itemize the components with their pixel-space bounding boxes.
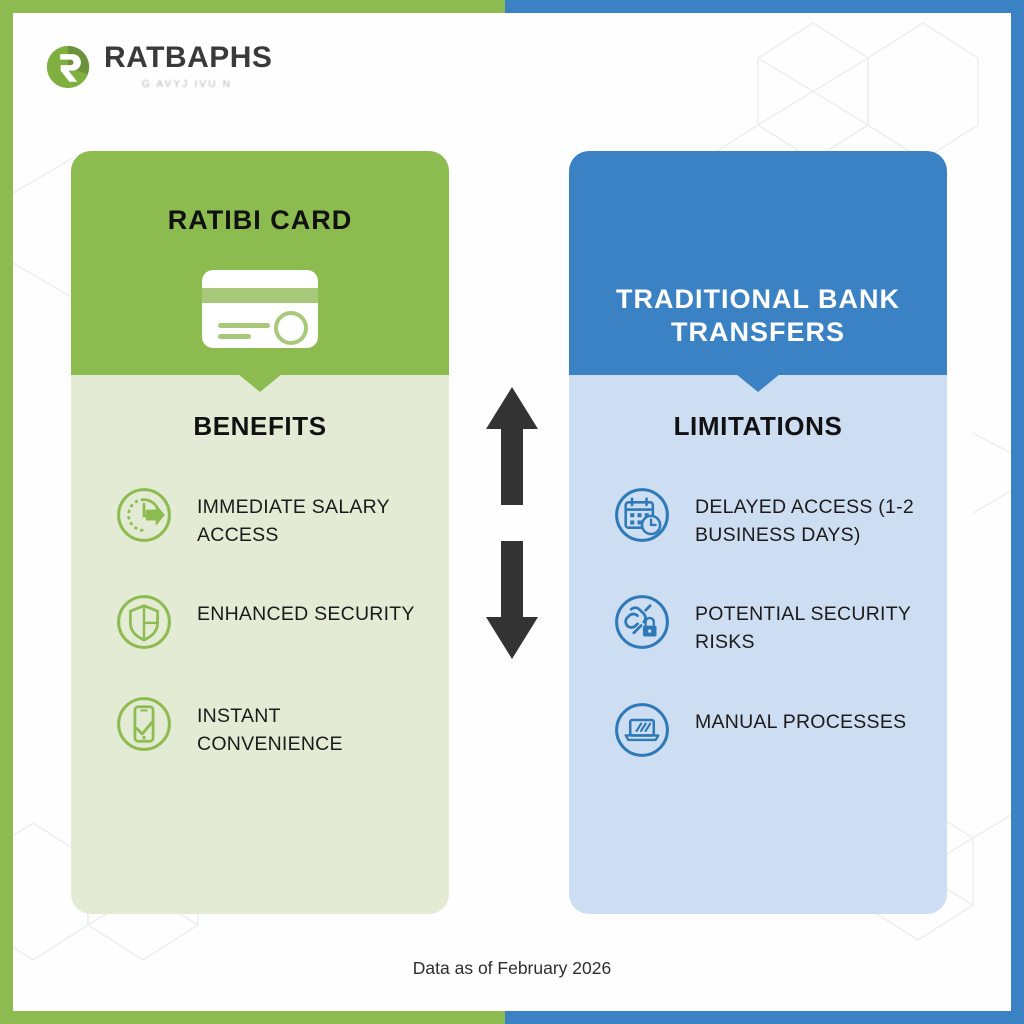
ratibi-card-title: RATIBI CARD bbox=[167, 204, 353, 235]
benefit-label: ENHANCED SECURITY bbox=[197, 603, 415, 626]
mobile-check-icon bbox=[117, 697, 171, 752]
benefit-item-enhanced-security: ENHANCED SECURITY bbox=[97, 593, 423, 651]
benefit-label: INSTANT CONVENIENCE bbox=[197, 705, 343, 756]
limitation-item-delayed-access: DELAYED ACCESS (1-2 BUSINESS DAYS) bbox=[595, 486, 921, 549]
clock-arrow-icon bbox=[117, 488, 171, 542]
bank-transfer-header: TRADITIONAL BANK TRANSFERS bbox=[569, 151, 947, 392]
logo-mark-icon bbox=[46, 45, 90, 88]
logo-text-group: RATBAPHS G AVYJ IVU N bbox=[104, 41, 273, 91]
limitations-list: DELAYED ACCESS (1-2 BUSINESS DAYS) bbox=[595, 486, 921, 759]
limitation-item-security-risks: POTENTIAL SECURITY RISKS bbox=[595, 593, 921, 656]
comparison-arrows bbox=[486, 387, 538, 659]
broken-chain-lock-icon bbox=[615, 595, 669, 650]
ratibi-card-panel: RATIBI CARD BENEFITS bbox=[71, 151, 449, 914]
canvas: RATBAPHS G AVYJ IVU N RATIBI CARD BENEFI… bbox=[13, 13, 1011, 1011]
brand-tagline: G AVYJ IVU N bbox=[142, 79, 233, 90]
benefit-item-immediate-salary-access: IMMEDIATE SALARY ACCESS bbox=[97, 486, 423, 549]
border-bottom-blue bbox=[505, 1011, 1024, 1024]
bank-header-notch bbox=[736, 374, 780, 392]
arrow-up-icon bbox=[486, 387, 538, 505]
limitation-item-manual-processes: MANUAL PROCESSES bbox=[595, 701, 921, 759]
benefits-list: IMMEDIATE SALARY ACCESS ENHANCED SECURIT… bbox=[97, 486, 423, 759]
border-left-green bbox=[0, 0, 13, 1024]
calendar-clock-icon bbox=[615, 488, 669, 542]
laptop-icon bbox=[615, 702, 669, 757]
ratibi-header-notch bbox=[238, 374, 282, 392]
brand-name: RATBAPHS bbox=[104, 41, 273, 74]
border-top-blue bbox=[505, 0, 1024, 13]
border-right-blue bbox=[1011, 0, 1024, 1024]
arrow-down-icon bbox=[486, 541, 538, 659]
benefit-label: IMMEDIATE SALARY ACCESS bbox=[197, 496, 390, 546]
border-bottom-green bbox=[0, 1011, 505, 1024]
ratibi-card-body: BENEFITS IMMEDIATE SALARY ACCESS bbox=[71, 375, 449, 914]
limitation-label: MANUAL PROCESSES bbox=[695, 710, 907, 733]
bank-transfer-body: LIMITATIONS bbox=[569, 375, 947, 914]
benefits-section-title: BENEFITS bbox=[193, 411, 327, 441]
benefit-item-instant-convenience: INSTANT CONVENIENCE bbox=[97, 695, 423, 758]
border-top-green bbox=[0, 0, 505, 13]
shield-icon bbox=[117, 595, 171, 650]
limitation-label: DELAYED ACCESS (1-2 BUSINESS DAYS) bbox=[695, 496, 914, 546]
bank-transfer-title: TRADITIONAL BANK TRANSFERS bbox=[616, 284, 900, 348]
credit-card-icon bbox=[202, 270, 318, 349]
brand-logo: RATBAPHS G AVYJ IVU N bbox=[45, 43, 272, 90]
limitation-label: POTENTIAL SECURITY RISKS bbox=[695, 603, 911, 654]
footer-note: Data as of February 2026 bbox=[412, 958, 612, 978]
ratibi-card-header: RATIBI CARD bbox=[71, 151, 449, 392]
bank-transfer-panel: TRADITIONAL BANK TRANSFERS LIMITATIONS bbox=[569, 151, 947, 914]
limitations-section-title: LIMITATIONS bbox=[673, 411, 843, 441]
